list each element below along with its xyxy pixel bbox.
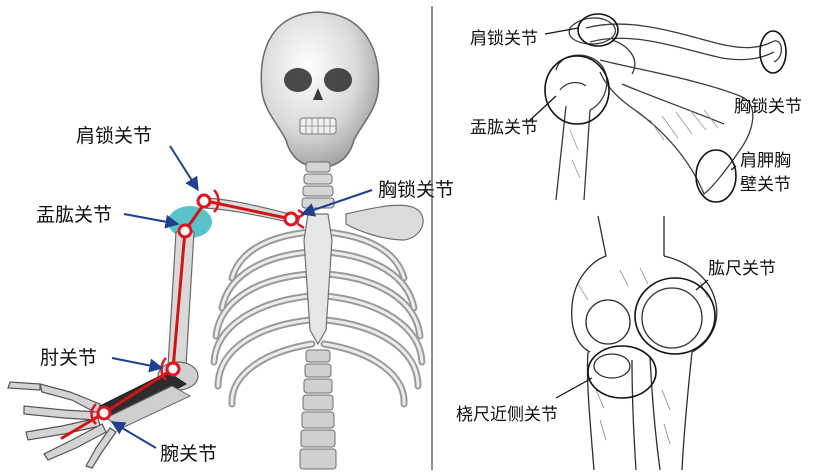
label-proximal-radioulnar: 桡尺近侧关节	[456, 405, 558, 425]
label-scapulothoracic-line1: 肩胛胸	[740, 151, 791, 171]
skull	[261, 12, 378, 168]
label-scapulothoracic-line2: 壁关节	[740, 175, 791, 195]
label-acromioclavicular: 肩锁关节	[76, 125, 152, 147]
elbow-sketch	[572, 216, 717, 470]
label-sternoclavicular: 胸锁关节	[378, 179, 454, 201]
circle-humeroulnar	[635, 278, 715, 354]
joint-marker-sternoclavicular	[285, 213, 297, 225]
label-wrist: 腕关节	[160, 443, 217, 465]
joint-marker-wrist	[98, 407, 110, 419]
joint-marker-acromioclavicular	[198, 195, 210, 207]
joint-marker-glenohumeral	[179, 225, 191, 237]
circle-proximal-radioulnar	[588, 346, 656, 398]
humerus	[168, 232, 194, 366]
circle-glenohumeral	[545, 56, 609, 124]
spine	[300, 350, 336, 469]
joint-marker-elbow	[167, 363, 179, 375]
label-sternoclavicular-top: 胸锁关节	[734, 97, 802, 117]
leader-lines-top	[528, 28, 736, 170]
pointer-elbow	[112, 358, 162, 368]
right-bottom-panel: 肱尺关节 桡尺近侧关节	[456, 216, 776, 470]
circle-scapulothoracic	[696, 150, 736, 202]
pointer-wrist	[112, 422, 156, 448]
label-glenohumeral: 盂肱关节	[36, 204, 112, 226]
left-panel: 肩锁关节 胸锁关节 盂肱关节 肘关节 腕关节	[8, 12, 454, 469]
sternum	[304, 214, 332, 344]
label-humeroulnar: 肱尺关节	[708, 259, 776, 279]
circle-acromioclavicular	[578, 14, 618, 46]
label-glenohumeral-top: 盂肱关节	[470, 118, 538, 138]
pointer-acromioclavicular	[170, 146, 198, 190]
label-acromioclavicular-top: 肩锁关节	[470, 29, 538, 49]
right-top-panel: 肩锁关节 盂肱关节 胸锁关节 肩胛胸 壁关节	[470, 14, 802, 202]
hand	[8, 382, 116, 468]
cervical-spine	[302, 162, 334, 208]
label-elbow: 肘关节	[40, 347, 97, 369]
